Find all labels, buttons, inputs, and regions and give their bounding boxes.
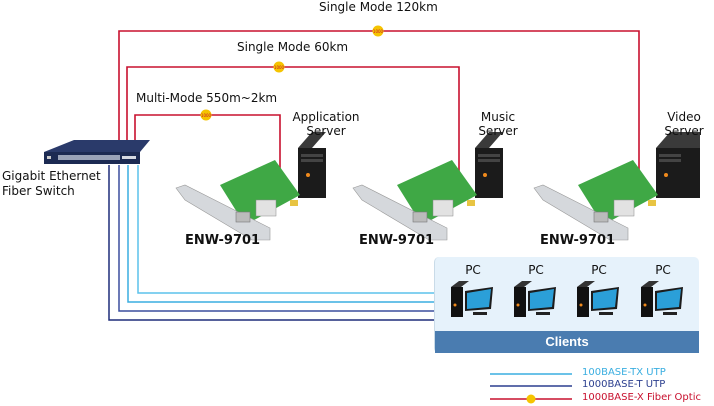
- nic-card-3: [533, 160, 658, 241]
- server-label-line2: Server: [478, 124, 518, 138]
- server-label-line2: Server: [664, 124, 704, 138]
- svg-text:1000: 1000: [274, 65, 285, 70]
- legend-item-1000base-x: 1000BASE-X Fiber Optic: [490, 392, 701, 406]
- pc-client-2: PC: [508, 263, 564, 325]
- nic-card-2: [352, 160, 477, 241]
- pc-label: PC: [465, 263, 481, 277]
- fiber-link-550m: [134, 114, 281, 175]
- legend-item-100base-tx: 100BASE-TX UTP: [490, 367, 700, 381]
- switch-label-line1: Gigabit Ethernet: [2, 169, 101, 183]
- svg-text:1000: 1000: [201, 113, 212, 118]
- pc-label: PC: [591, 263, 607, 277]
- pc-icon: [577, 281, 619, 317]
- pc-icon: [451, 281, 493, 317]
- pc-client-1: PC: [445, 263, 501, 325]
- server-label-line1: Music: [480, 110, 516, 124]
- server-label-line2: Server: [306, 124, 346, 138]
- legend-line-1000base-t: [490, 385, 572, 387]
- legend-item-1000base-t: 1000BASE-T UTP: [490, 379, 700, 393]
- switch-label: Gigabit Ethernet Fiber Switch: [2, 169, 101, 199]
- fiber-badge-60km: 1000: [273, 61, 285, 73]
- nic-card-1: [175, 160, 300, 241]
- server-tower-music: [475, 132, 503, 198]
- switch-label-line2: Fiber Switch: [2, 184, 75, 198]
- legend-label: 100BASE-TX UTP: [582, 367, 666, 378]
- pc-icon: [641, 281, 683, 317]
- fiber-switch-device: [44, 140, 150, 164]
- nic-model-label-3: ENW-9701: [540, 233, 616, 248]
- server-label-line1: Application: [292, 110, 360, 124]
- legend-line-100base-tx: [490, 373, 572, 375]
- server-label-video: Video Server: [654, 110, 714, 138]
- nic-model-label-2: ENW-9701: [359, 233, 435, 248]
- utp-1000-link-2: [118, 165, 436, 312]
- clients-panel: PC PC PC PC C: [434, 257, 699, 353]
- pc-client-3: PC: [571, 263, 627, 325]
- fiber-badge-icon: [526, 394, 536, 404]
- fiber-badge-120km: 1000: [372, 25, 384, 37]
- fiber-link-60km: [126, 66, 460, 175]
- server-tower-application: [298, 132, 326, 198]
- server-label-music: Music Server: [468, 110, 528, 138]
- fiber-label-60km: Single Mode 60km: [237, 40, 349, 54]
- server-tower-video: [656, 132, 700, 198]
- fiber-badge-550m: 1000: [200, 109, 212, 121]
- legend-label: 1000BASE-T UTP: [582, 379, 666, 390]
- pc-client-4: PC: [635, 263, 691, 325]
- svg-text:1000: 1000: [373, 29, 384, 34]
- pc-label: PC: [655, 263, 671, 277]
- fiber-label-550m: Multi-Mode 550m~2km: [136, 91, 278, 105]
- server-label-application: Application Server: [286, 110, 366, 138]
- utp-1000-link-1: [108, 165, 436, 321]
- pc-label: PC: [528, 263, 544, 277]
- fiber-label-120km: Single Mode 120km: [319, 0, 438, 14]
- server-label-line1: Video: [667, 110, 701, 124]
- pc-icon: [514, 281, 556, 317]
- legend-label: 1000BASE-X Fiber Optic: [582, 392, 701, 403]
- utp-100-link-1: [127, 165, 436, 303]
- legend-line-1000base-x: [490, 394, 572, 404]
- nic-model-label-1: ENW-9701: [185, 233, 261, 248]
- utp-100-link-2: [137, 165, 436, 294]
- clients-title-bar: Clients: [435, 331, 699, 353]
